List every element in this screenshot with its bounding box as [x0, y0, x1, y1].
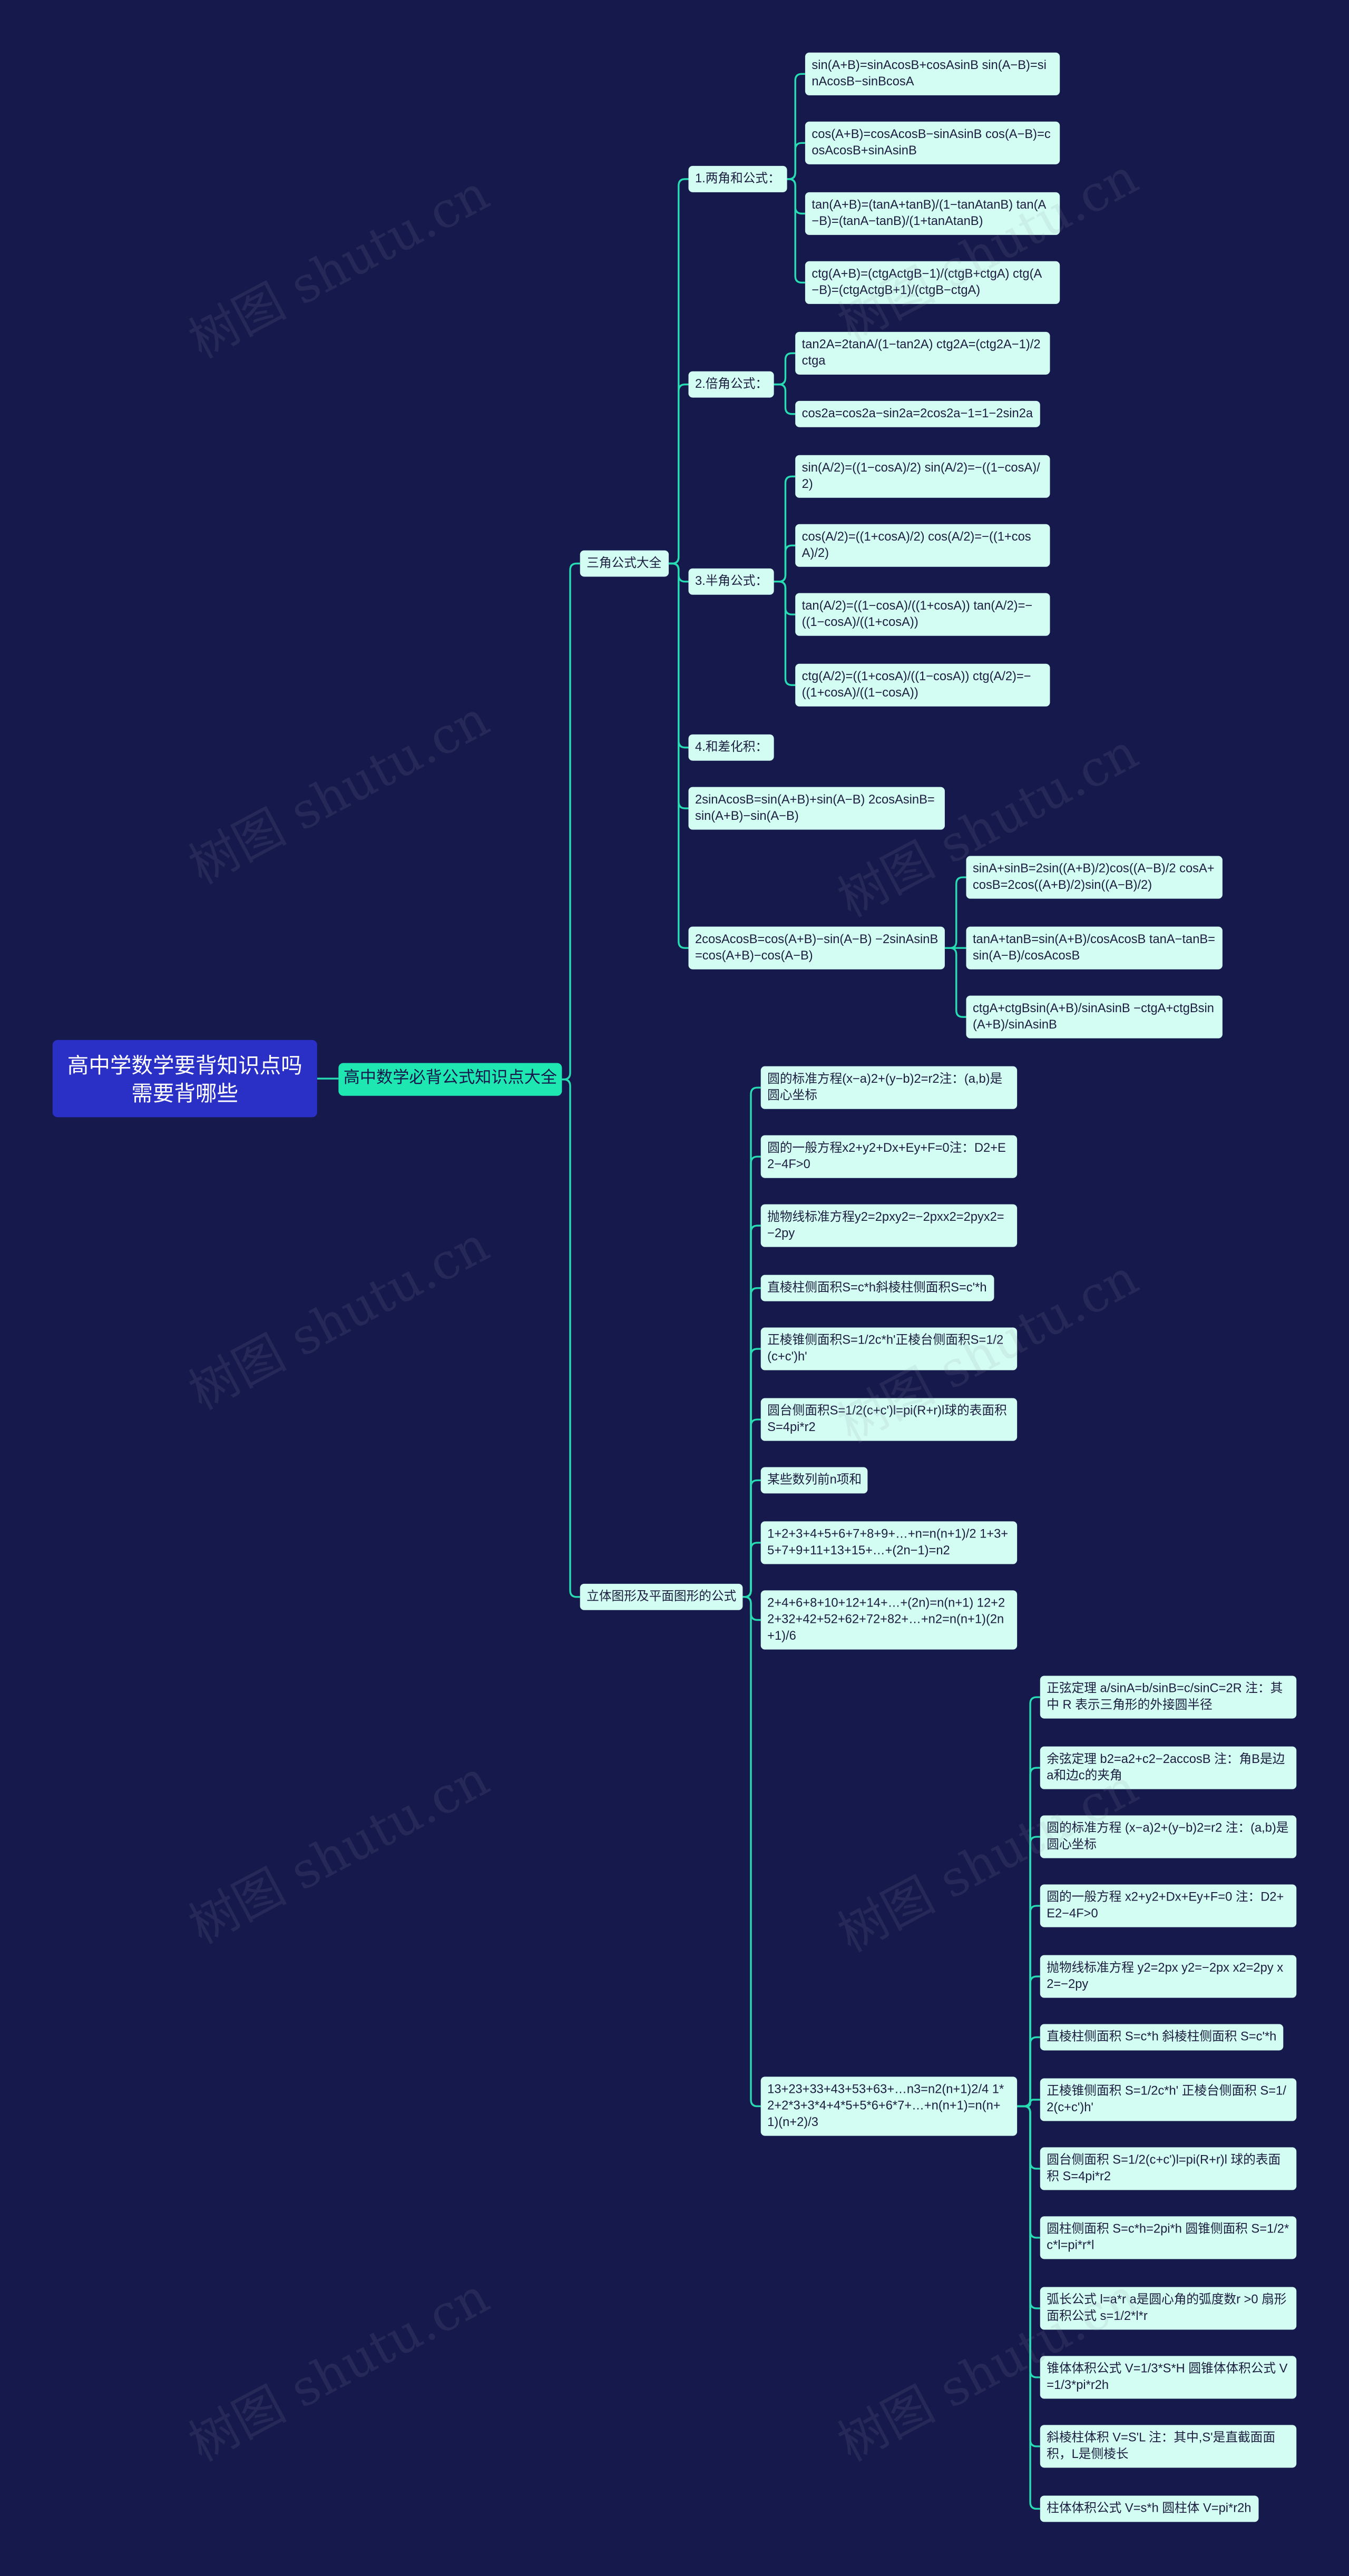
- formula-node: sin(A+B)=sinAcosB+cosAsinB sin(A−B)=sinA…: [805, 52, 1060, 95]
- formula-node: tan(A/2)=((1−cosA)/((1+cosA)) tan(A/2)=−…: [795, 593, 1050, 636]
- connector-line: [1017, 2105, 1040, 2239]
- connector-line: [1017, 2036, 1040, 2108]
- formula-node: 2cosAcosB=cos(A+B)−sin(A−B) −2sinAsinB=c…: [688, 926, 945, 969]
- connector-line: [944, 876, 966, 949]
- connector-line: [787, 178, 805, 284]
- formula-node: ctgA+ctgBsin(A+B)/sinAsinB −ctgA+ctgBsin…: [966, 995, 1223, 1039]
- formula-node: 抛物线标准方程 y2=2px y2=−2px x2=2py x2=−2py: [1040, 1955, 1297, 1998]
- connector-line: [1017, 1975, 1040, 2108]
- formula-node: cos2a=cos2a−sin2a=2cos2a−1=1−2sin2a: [795, 400, 1040, 427]
- formula-node: tan2A=2tanA/(1−tan2A) ctg2A=(ctg2A−1)/2c…: [795, 331, 1050, 375]
- formula-node: 弧长公式 l=a*r a是圆心角的弧度数r >0 扇形面积公式 s=1/2*l*…: [1040, 2287, 1297, 2330]
- formula-node: 1+2+3+4+5+6+7+8+9+…+n=n(n+1)/2 1+3+5+7+9…: [760, 1521, 1018, 1564]
- formula-node: tan(A+B)=(tanA+tanB)/(1−tanAtanB) tan(A−…: [805, 192, 1060, 235]
- connector-line: [1017, 1767, 1040, 2108]
- formula-node: 圆的一般方程x2+y2+Dx+Ey+F=0注：D2+E2−4F>0: [760, 1135, 1018, 1178]
- connector-line: [742, 1542, 761, 1598]
- formula-node: cos(A+B)=cosAcosB−sinAsinB cos(A−B)=cosA…: [805, 121, 1060, 164]
- formula-node: cos(A/2)=((1+cosA)/2) cos(A/2)=−((1+cosA…: [795, 524, 1050, 567]
- connector-line: [1017, 2105, 1040, 2170]
- connector-line: [1017, 1905, 1040, 2108]
- formula-node: 正弦定理 a/sinA=b/sinB=c/sinC=2R 注：其中 R 表示三角…: [1040, 1676, 1297, 1719]
- formula-node: ctg(A+B)=(ctgActgB−1)/(ctgB+ctgA) ctg(A−…: [805, 261, 1060, 304]
- subtopic-half-angle: 3.半角公式：: [688, 568, 775, 595]
- connector-line: [562, 1078, 580, 1598]
- formula-node: 2sinAcosB=sin(A+B)+sin(A−B) 2cosAsinB=si…: [688, 787, 945, 830]
- formula-node: 某些数列前n项和: [760, 1467, 868, 1494]
- connector-line: [562, 562, 580, 1081]
- connector-line: [669, 562, 689, 949]
- formula-node: 2+4+6+8+10+12+14+…+(2n)=n(n+1) 12+22+32+…: [760, 1590, 1018, 1650]
- formula-node: 斜棱柱体积 V=S'L 注：其中,S'是直截面面积，L是侧棱长: [1040, 2425, 1297, 2468]
- connector-line: [1017, 2105, 1040, 2309]
- connector-line: [1017, 2105, 1040, 2510]
- formula-node: 锥体体积公式 V=1/3*S*H 圆锥体体积公式 V=1/3*pi*r2h: [1040, 2356, 1297, 2399]
- connector-line: [944, 947, 966, 1018]
- connector-line: [774, 352, 796, 386]
- connector-line: [1017, 1836, 1040, 2108]
- root-topic: 高中学数学要背知识点吗需要背哪些: [52, 1040, 317, 1118]
- connector-line: [774, 383, 796, 415]
- formula-node: 正棱锥侧面积 S=1/2c*h' 正棱台侧面积 S=1/2(c+c')h': [1040, 2078, 1297, 2121]
- subtopic-sum-to-product: 4.和差化积：: [688, 734, 775, 761]
- formula-node: 圆柱侧面积 S=c*h=2pi*h 圆锥侧面积 S=1/2*c*l=pi*r*l: [1040, 2216, 1297, 2259]
- connector-line: [774, 544, 796, 583]
- formula-node: 圆的标准方程(x−a)2+(y−b)2=r2注：(a,b)是圆心坐标: [760, 1066, 1018, 1109]
- formula-node: ctg(A/2)=((1+cosA)/((1−cosA)) ctg(A/2)=−…: [795, 663, 1050, 707]
- main-topic: 高中数学必背公式知识点大全: [338, 1063, 562, 1096]
- formula-node: sinA+sinB=2sin((A+B)/2)cos((A−B)/2 cosA+…: [966, 856, 1223, 899]
- connector-line: [1017, 2105, 1040, 2378]
- subtopic-double-angle: 2.倍角公式：: [688, 371, 775, 398]
- formula-node: 圆的一般方程 x2+y2+Dx+Ey+F=0 注：D2+E2−4F>0: [1040, 1884, 1297, 1927]
- connector-line: [669, 383, 689, 565]
- connector-line: [774, 581, 796, 686]
- formula-node: 13+23+33+43+53+63+…n3=n2(n+1)2/4 1*2+2*3…: [760, 2077, 1018, 2136]
- connector-line: [742, 1596, 761, 2108]
- formula-node: sin(A/2)=((1−cosA)/2) sin(A/2)=−((1−cosA…: [795, 455, 1050, 498]
- connector-line: [787, 142, 805, 180]
- connector-line: [1017, 2099, 1040, 2108]
- formula-node: 余弦定理 b2=a2+c2−2accosB 注：角B是边a和边c的夹角: [1040, 1746, 1297, 1789]
- formula-node: 圆的标准方程 (x−a)2+(y−b)2=r2 注：(a,b)是圆心坐标: [1040, 1815, 1297, 1858]
- formula-node: 抛物线标准方程y2=2pxy2=−2pxx2=2pyx2=−2py: [760, 1204, 1018, 1247]
- formula-node: 正棱锥侧面积S=1/2c*h'正棱台侧面积S=1/2(c+c')h': [760, 1327, 1018, 1370]
- formula-node: 柱体体积公式 V=s*h 圆柱体 V=pi*r2h: [1040, 2495, 1258, 2522]
- branch-trig-formulas: 三角公式大全: [580, 550, 668, 577]
- formula-node: tanA+tanB=sin(A+B)/cosAcosB tanA−tanB=si…: [966, 926, 1223, 969]
- formula-node: 圆台侧面积 S=1/2(c+c')l=pi(R+r)l 球的表面积 S=4pi*…: [1040, 2147, 1297, 2190]
- formula-node: 直棱柱侧面积S=c*h斜棱柱侧面积S=c'*h: [760, 1275, 994, 1301]
- connector-line: [1017, 1696, 1040, 2108]
- connector-line: [1017, 2105, 1040, 2447]
- formula-node: 圆台侧面积S=1/2(c+c')l=pi(R+r)l球的表面积S=4pi*r2: [760, 1398, 1018, 1441]
- subtopic-sum-difference: 1.两角和公式：: [688, 165, 787, 192]
- formula-node: 直棱柱侧面积 S=c*h 斜棱柱侧面积 S=c'*h: [1040, 2024, 1283, 2051]
- branch-solid-plane-formulas: 立体图形及平面图形的公式: [580, 1583, 743, 1610]
